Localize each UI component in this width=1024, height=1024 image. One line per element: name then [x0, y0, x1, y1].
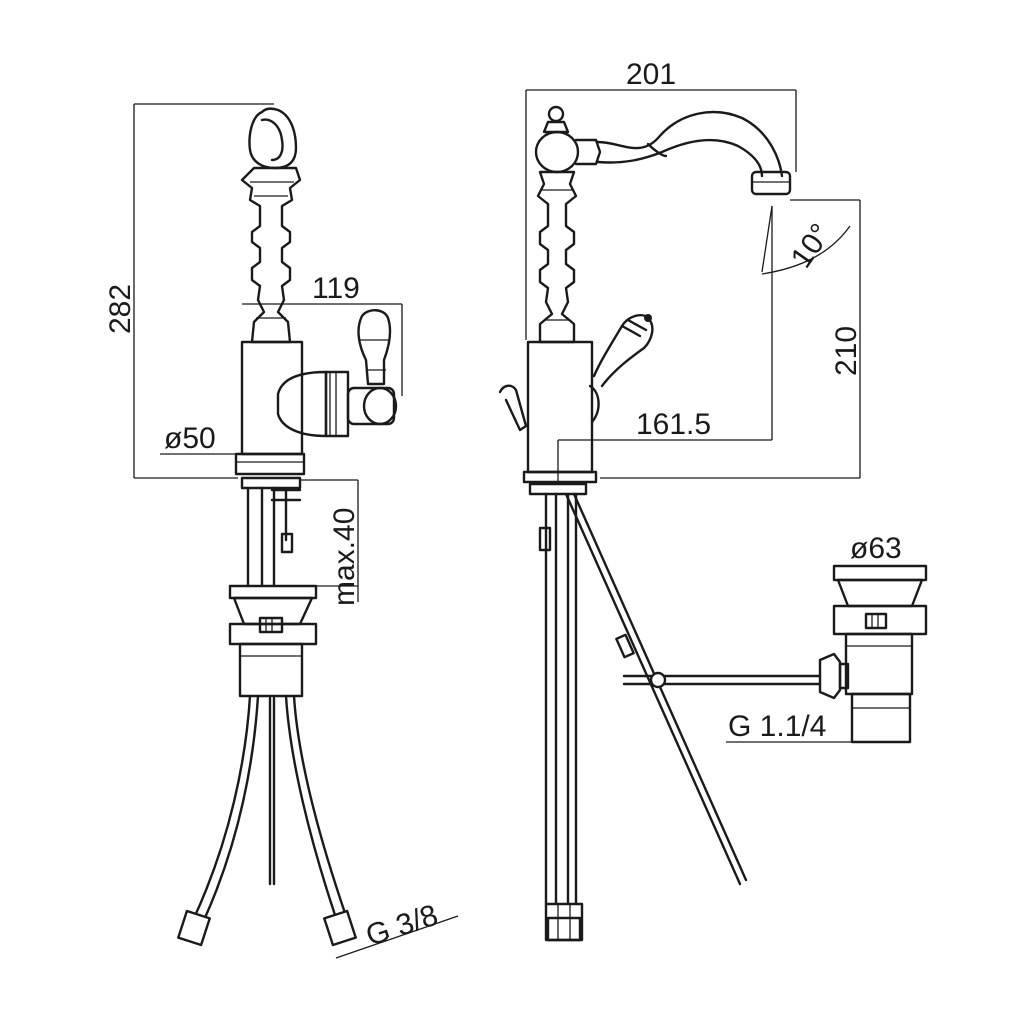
label-supply-thread: G 3/8	[362, 899, 442, 953]
label-spout-tilt: 10°	[785, 218, 838, 274]
label-waste-thread: G 1.1/4	[728, 710, 826, 743]
label-spout-projection: 161.5	[636, 408, 711, 441]
label-lever-reach: 119	[312, 272, 360, 305]
front-view	[177, 107, 398, 947]
label-spout-height: 210	[830, 326, 863, 376]
waste-view	[622, 564, 928, 744]
label-base-diameter: ø50	[164, 422, 216, 455]
side-view	[498, 105, 792, 942]
side-dimensions	[525, 89, 861, 482]
label-spout-reach: 201	[626, 58, 676, 91]
front-dimensions	[133, 103, 459, 959]
label-waste-diameter: ø63	[850, 532, 902, 565]
label-height-total: 282	[104, 284, 137, 334]
label-deck-thickness: max.40	[328, 508, 361, 606]
